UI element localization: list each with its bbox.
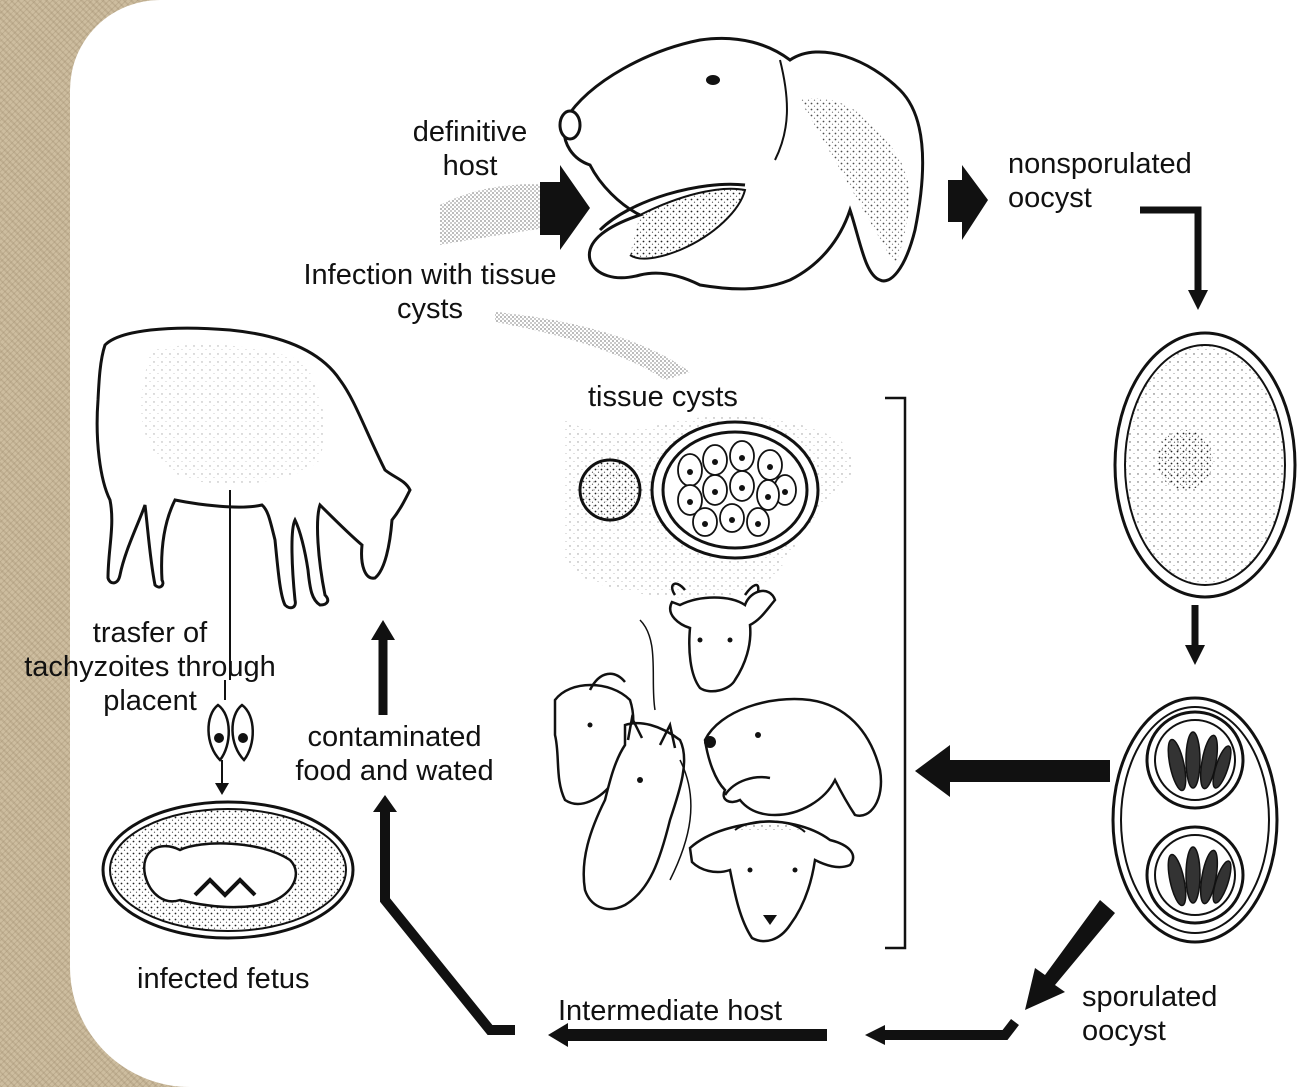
sporulated-label-line2: oocyst (1082, 1014, 1217, 1048)
into-dog-arrow (540, 165, 590, 250)
intermediate-host-animals-icon (555, 584, 881, 941)
definitive-host-label: definitive host (400, 115, 540, 183)
to-animals-arrow (945, 760, 1110, 782)
infection-label-line1: Infection with tissue (285, 258, 575, 292)
transfer-label-line1: trasfer of (10, 616, 290, 650)
definitive-host-label-line2: host (400, 149, 540, 183)
infection-label: Infection with tissue cysts (285, 258, 575, 326)
intermediate-host-arrow (565, 1029, 827, 1041)
transfer-label-line3: placent (10, 684, 290, 718)
to-oocyst-arrow (1140, 210, 1198, 290)
bottom-hook-arrow (885, 1022, 1015, 1035)
intermediate-dog-icon (704, 699, 881, 816)
nonsporulated-label-line2: oocyst (1008, 181, 1192, 215)
infected-fetus-icon (103, 802, 353, 938)
intermediate-host-label: Intermediate host (558, 994, 782, 1028)
tissue-cysts-label: tissue cysts (588, 380, 738, 414)
sheep-icon (690, 821, 853, 941)
tissue-cyst-icon (565, 416, 852, 598)
oocyst-icon (1115, 333, 1295, 597)
contaminated-return-arrow (385, 810, 515, 1030)
out-of-dog-arrow (948, 165, 988, 240)
dog-head-icon (560, 38, 923, 289)
nonsporulated-oocyst-label: nonsporulated oocyst (1008, 147, 1192, 215)
definitive-host-label-line1: definitive (400, 115, 540, 149)
bull-icon (640, 584, 775, 710)
nonsporulated-label-line1: nonsporulated (1008, 147, 1192, 181)
infected-fetus-label: infected fetus (137, 962, 310, 996)
contaminated-label-line1: contaminated (282, 720, 507, 754)
sporulated-label-line1: sporulated (1082, 980, 1217, 1014)
contaminated-label: contaminated food and wated (282, 720, 507, 788)
transfer-label: trasfer of tachyzoites through placent (10, 616, 290, 718)
contaminated-label-line2: food and wated (282, 754, 507, 788)
sporulated-oocyst-label: sporulated oocyst (1082, 980, 1217, 1048)
sporulated-oocyst-icon (1113, 698, 1277, 942)
transfer-label-line2: tachyzoites through (10, 650, 290, 684)
infection-label-line2: cysts (285, 292, 575, 326)
infection-shadow-arrow (440, 184, 545, 245)
intermediate-host-bracket (885, 398, 905, 948)
